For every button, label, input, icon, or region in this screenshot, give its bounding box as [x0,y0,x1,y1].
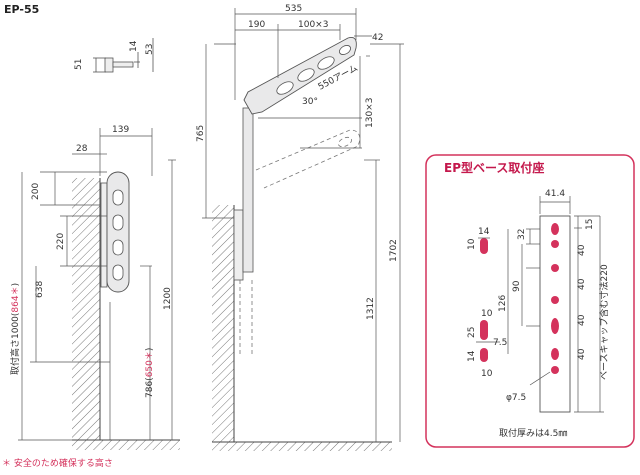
dim-90: 90 [512,280,522,292]
wall-hatch-side [212,205,234,442]
dim-51: 51 [74,59,84,70]
base-box-title: EP型ベース取付座 [444,160,544,175]
side-view [202,8,404,451]
hole-10-bottom: 10 [481,369,493,379]
arm-angle: 30° [302,97,318,107]
mount-height-label: 取付高さ1000(864＊) [9,283,21,375]
hole-diameter: φ7.5 [506,393,526,403]
dim-130x3: 130×3 [365,98,375,128]
top-bracket-detail [93,38,154,73]
front-view [18,128,180,450]
dim-126: 126 [498,295,508,312]
dim-139: 139 [112,125,129,135]
dim-40b: 40 [577,278,587,290]
dim-535: 535 [285,4,302,14]
dim-638: 638 [35,281,45,298]
dim-40c: 40 [577,314,587,326]
dim-200: 200 [31,183,41,200]
hole-14-bottom: 14 [467,350,477,362]
hole-10-top: 10 [467,238,477,250]
dim-32: 32 [517,229,527,240]
hole-7-5: 7.5 [493,338,507,348]
dim-1702: 1702 [389,239,399,262]
height-786-label: 786(650＊) [145,348,155,398]
dim-28: 28 [76,144,88,154]
dim-53: 53 [145,44,155,55]
dim-40d: 40 [577,348,587,360]
hole-details [480,238,488,362]
cap-label: ベースキャップ含む寸法220 [598,264,610,380]
dim-14: 14 [129,40,139,52]
mount-post [242,107,254,273]
dim-15: 15 [585,219,595,230]
model-title: EP-55 [4,3,39,16]
dim-220: 220 [56,233,66,250]
dim-40a: 40 [577,244,587,256]
wall-hatch [72,178,100,440]
hole-25: 25 [467,327,477,338]
dim-1312: 1312 [366,297,376,320]
dim-765: 765 [196,125,206,142]
dim-100x3: 100×3 [298,20,328,30]
base-plate [539,215,571,413]
arm-front [106,171,130,293]
safety-footnote: ＊ 安全のため確保する高さ [2,457,113,469]
dim-1200: 1200 [163,287,173,310]
thickness-note: 取付厚みは4.5㎜ [499,428,567,439]
floor-hatch [72,440,180,450]
dim-42: 42 [372,33,383,43]
hole-14-top: 14 [478,227,490,237]
hole-10-mid: 10 [481,309,493,319]
dim-190: 190 [248,20,265,30]
base-dims [476,196,604,413]
dim-41-4: 41.4 [545,189,565,199]
